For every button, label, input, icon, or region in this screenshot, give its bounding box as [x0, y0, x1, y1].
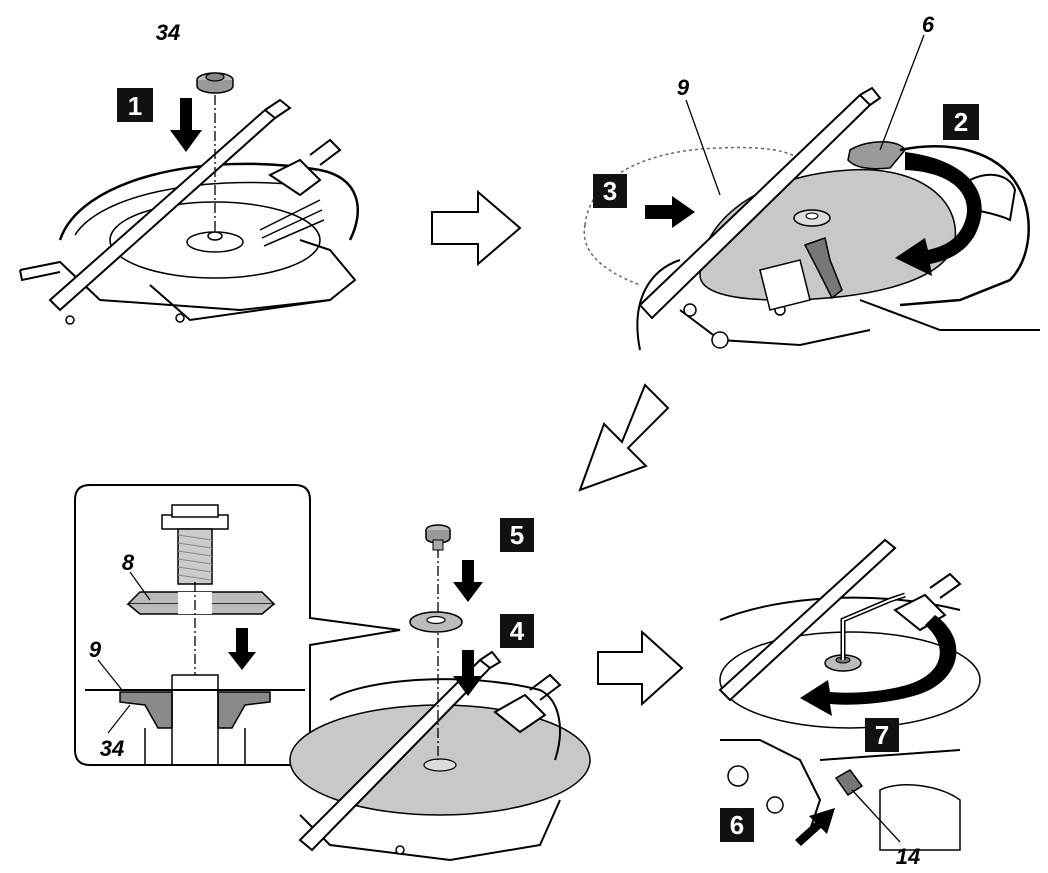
part-label-6: 6 — [922, 12, 935, 37]
washer-icon — [409, 611, 463, 633]
svg-text:1: 1 — [128, 91, 142, 121]
part-label-9-detail: 9 — [89, 637, 102, 662]
detail-inset: 8 9 34 — [74, 484, 401, 766]
part-label-8: 8 — [122, 550, 135, 575]
svg-text:6: 6 — [730, 810, 744, 840]
panel-steps-4-5: 5 4 — [289, 518, 591, 862]
panel-step-1: 1 34 — [19, 20, 359, 325]
down-arrow-icon — [453, 650, 483, 696]
panel-steps-2-3: 2 3 9 6 — [583, 12, 1040, 351]
svg-text:7: 7 — [875, 720, 889, 750]
down-arrow-icon — [228, 628, 256, 670]
push-arrow-icon-2 — [795, 808, 835, 846]
flow-arrow-right-icon-2 — [597, 629, 684, 707]
step-badge-1: 1 — [117, 88, 153, 122]
step-badge-4: 4 — [500, 614, 534, 648]
push-arrow-icon — [645, 196, 695, 228]
svg-text:2: 2 — [954, 107, 968, 137]
step-badge-2: 2 — [943, 104, 979, 140]
part-label-9: 9 — [677, 75, 690, 100]
lock-lever-14 — [834, 769, 864, 797]
down-arrow-icon — [170, 98, 202, 152]
down-arrow-icon — [453, 560, 483, 602]
panel-steps-6-7: 7 6 14 — [718, 538, 981, 869]
bolt-icon — [425, 524, 451, 551]
step-badge-6: 6 — [720, 808, 754, 842]
step-badge-3: 3 — [593, 174, 627, 208]
step-badge-5: 5 — [500, 518, 534, 552]
step-badge-7: 7 — [865, 718, 899, 752]
svg-text:5: 5 — [510, 520, 524, 550]
svg-text:3: 3 — [603, 176, 617, 206]
flange-nut-icon — [196, 72, 234, 94]
part-label-34: 34 — [156, 20, 180, 45]
flow-arrow-right-icon — [431, 189, 522, 267]
rotate-arrow-icon-2 — [800, 615, 957, 716]
svg-text:4: 4 — [510, 616, 525, 646]
part-label-14: 14 — [896, 844, 920, 869]
part-label-34-detail: 34 — [100, 736, 124, 761]
rotate-arrow-icon — [895, 152, 982, 276]
flow-arrow-diagonal-icon — [578, 383, 670, 492]
